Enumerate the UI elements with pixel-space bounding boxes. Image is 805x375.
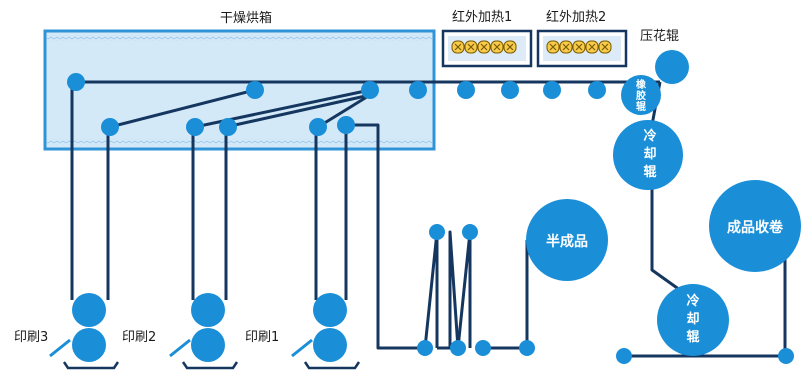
emboss-roller	[655, 50, 689, 84]
ir-heater-2-elements	[546, 40, 612, 54]
finished-winding-roll	[709, 180, 801, 272]
print-2-label: 印刷2	[122, 330, 156, 345]
cooling-roller-1-label-1: 冷	[643, 128, 656, 144]
dryer-oven-bottom-hatch	[47, 139, 432, 145]
cooling-roller-1	[613, 120, 683, 190]
semi-finished-label: 半成品	[546, 233, 588, 250]
cooling-roller-1-label-3: 辊	[643, 164, 656, 180]
rubber-roller-label-1: 橡	[636, 78, 646, 91]
rubber-roller	[621, 75, 661, 115]
ir-heater-1-elements	[451, 40, 517, 54]
rubber-roller-label-2: 胶	[636, 89, 646, 102]
cooling-roller-2	[657, 284, 729, 356]
print-3-label: 印刷3	[14, 330, 48, 345]
cooling-roller-1-label-2: 却	[643, 146, 656, 162]
print-unit-3	[49, 293, 120, 370]
ir-heater-1-label: 红外加热1	[452, 9, 512, 25]
print-1-label: 印刷1	[245, 330, 279, 345]
cooling-roller-2-label-2: 却	[686, 311, 699, 327]
festoon-rollers	[417, 224, 535, 356]
dryer-oven-label: 干燥烘箱	[220, 10, 272, 26]
cooling-roller-2-label-3: 辊	[686, 329, 699, 345]
heater-guide-rollers	[457, 81, 606, 99]
bottom-guide-roller-left	[616, 348, 632, 364]
print-unit-2	[169, 293, 239, 370]
finished-winding-label: 成品收卷	[727, 219, 784, 236]
cooling-roller-2-label-1: 冷	[686, 293, 699, 309]
oven-guide-rollers	[67, 73, 427, 136]
bottom-guide-roller-right	[778, 348, 794, 364]
emboss-roller-label: 压花辊	[640, 28, 679, 44]
print-unit-1	[291, 293, 361, 370]
ir-heater-2-label: 红外加热2	[546, 9, 606, 25]
dryer-oven-top-hatch	[47, 35, 432, 41]
semi-finished-roll	[526, 199, 608, 281]
rubber-roller-label-3: 辊	[636, 100, 646, 113]
